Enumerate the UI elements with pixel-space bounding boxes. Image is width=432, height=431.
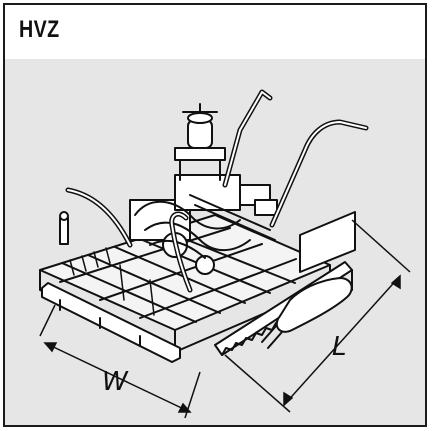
header-band — [5, 5, 425, 59]
width-label: W — [102, 367, 129, 397]
middle-arm-outline — [170, 213, 191, 291]
left-post — [59, 211, 69, 245]
left-arm — [65, 187, 133, 248]
central-mechanism — [129, 174, 278, 275]
left-arm-outline — [67, 189, 131, 246]
tall-lever-right-outline — [271, 121, 367, 226]
length-label: L — [332, 332, 347, 362]
figure-title: HVZ — [19, 16, 60, 43]
tall-lever-left-outline — [224, 91, 271, 186]
front-runner — [41, 282, 181, 363]
width-dimension — [39, 304, 201, 419]
top-valve — [174, 103, 226, 181]
tall-lever-right — [269, 119, 369, 228]
tall-lever-left — [222, 89, 273, 188]
roll-handle — [261, 277, 353, 349]
front-details — [69, 247, 155, 316]
length-dimension — [224, 219, 411, 413]
